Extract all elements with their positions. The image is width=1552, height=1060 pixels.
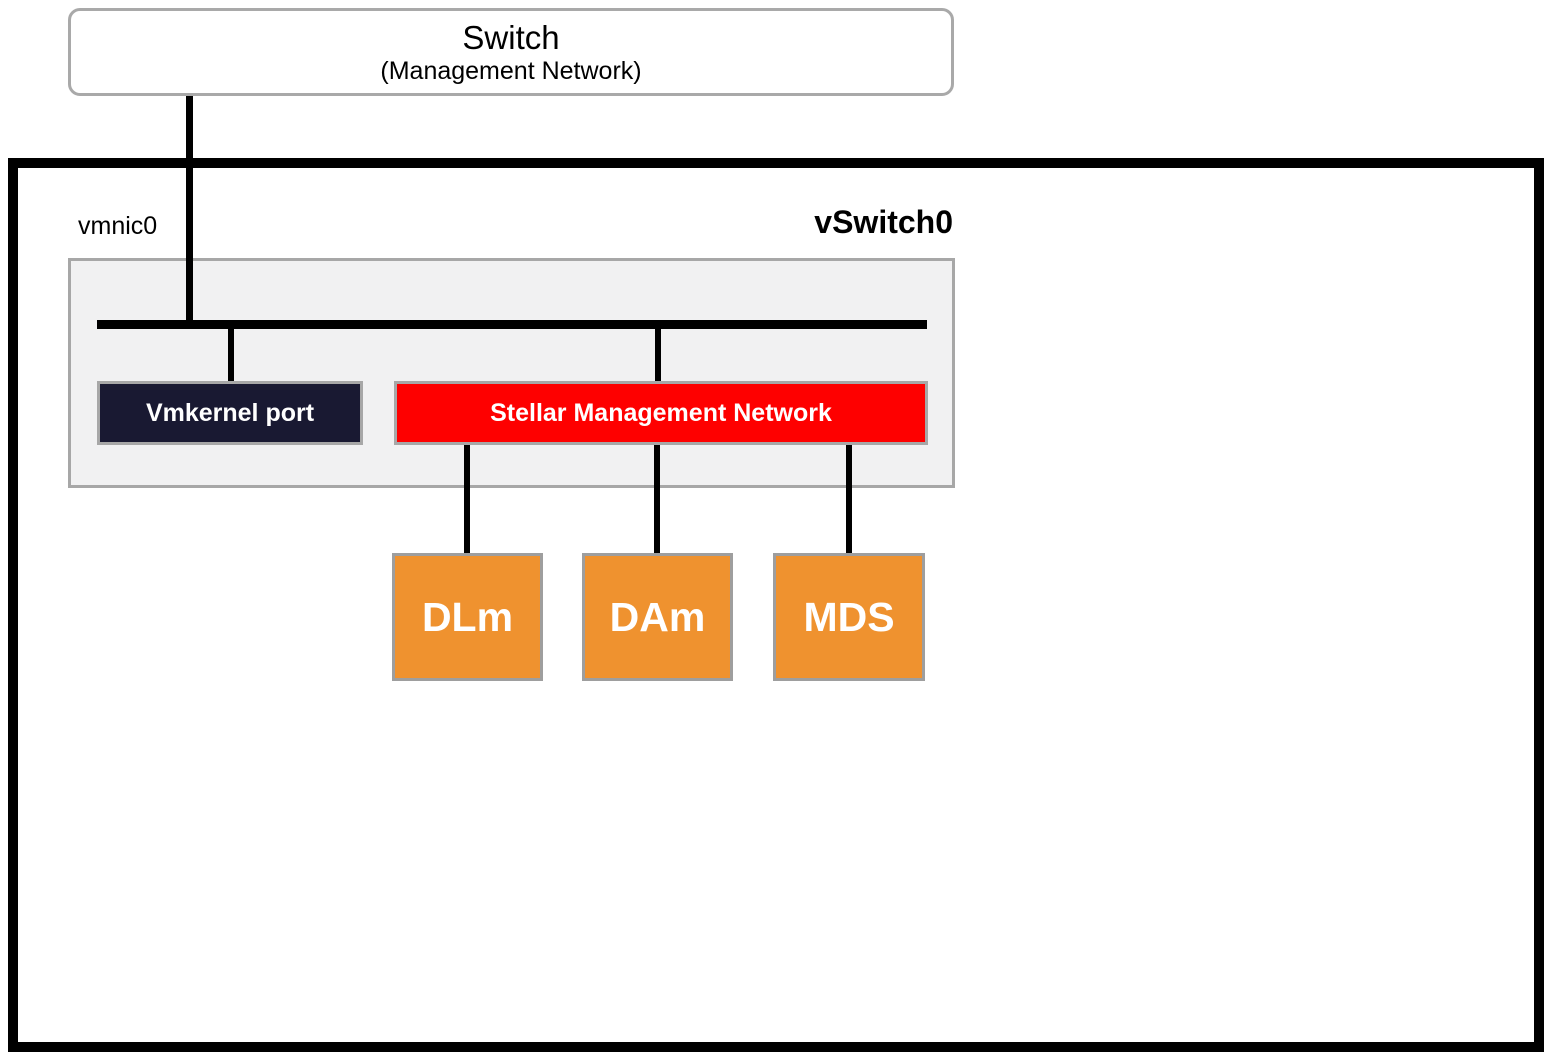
vm-connector-line-dam bbox=[654, 445, 660, 554]
vmnic-label: vmnic0 bbox=[78, 212, 158, 240]
network-bus-line bbox=[97, 320, 927, 329]
portgroup-label: Stellar Management Network bbox=[490, 398, 832, 427]
switch-subtitle: (Management Network) bbox=[380, 56, 642, 85]
vm-label: DAm bbox=[609, 593, 706, 640]
vm-node-dam: DAm bbox=[582, 553, 733, 681]
vmkernel-port-label: Vmkernel port bbox=[145, 398, 315, 427]
portgroup-node: Stellar Management Network bbox=[394, 381, 928, 445]
vm-label: DLm bbox=[421, 593, 514, 640]
switch-node: Switch (Management Network) bbox=[68, 8, 954, 96]
vm-connector-line-mds bbox=[846, 445, 852, 554]
vmkernel-connector-line bbox=[228, 329, 234, 382]
vm-connector-line-dlm bbox=[464, 445, 470, 554]
vm-node-dlm: DLm bbox=[392, 553, 543, 681]
vswitch-label: vSwitch0 bbox=[814, 204, 953, 240]
portgroup-connector-line bbox=[655, 329, 661, 382]
vm-label: MDS bbox=[803, 593, 895, 640]
vswitch-panel bbox=[68, 258, 955, 488]
vm-node-mds: MDS bbox=[773, 553, 925, 681]
switch-uplink-line bbox=[186, 96, 193, 329]
vmkernel-port-node: Vmkernel port bbox=[97, 381, 363, 445]
switch-title: Switch bbox=[462, 18, 560, 56]
